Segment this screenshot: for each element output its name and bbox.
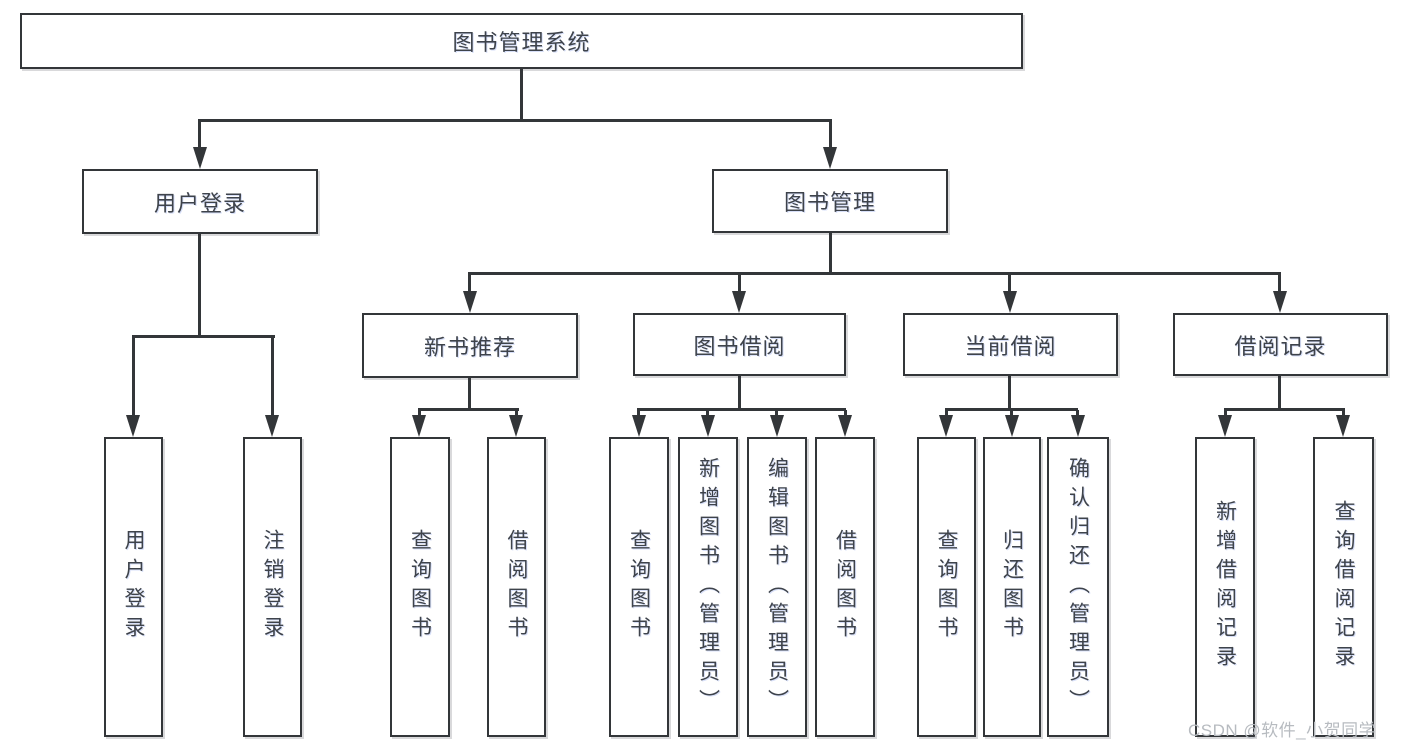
current-borrow-node: 当前借阅 [903,313,1118,376]
connector-borrow-leaf2-shaft [706,410,709,417]
leaf-label: 编辑图书（管理员） [765,456,789,718]
leaf-label: 确认归还（管理员） [1066,456,1090,718]
csdn-watermark: CSDN @软件_小贺同学 [1188,721,1377,740]
book-borrow-node: 图书借阅 [633,313,846,376]
arrow-down-icon [1273,291,1287,313]
new-books-node: 新书推荐 [362,313,578,378]
leaf-return-books: 归还图书 [983,437,1041,737]
book-management-label: 图书管理 [783,190,876,215]
connector-current-bar [945,408,1078,411]
connector-user-leaf2-shaft [271,337,274,417]
connector-records-leaf1-shaft [1224,410,1227,417]
arrow-down-icon [265,415,279,437]
arrow-down-icon [1005,415,1019,437]
connector-new-leaf2-shaft [515,410,518,417]
connector-level3-bar [468,272,1281,275]
leaf-label: 查询图书 [408,529,432,645]
connector-records-shaft [1278,274,1281,293]
connector-current-leaf2-shaft [1010,410,1013,417]
arrow-down-icon [770,415,784,437]
arrow-down-icon [412,415,426,437]
leaf-label: 查询图书 [935,529,958,645]
book-management-node: 图书管理 [712,169,948,233]
user-login-node: 用户登录 [82,169,318,234]
leaf-add-books-admin: 新增图书（管理员） [678,437,738,737]
connector-user-leaf1-shaft [132,337,135,417]
new-books-label: 新书推荐 [423,334,516,360]
user-login-label: 用户登录 [153,190,246,216]
connector-book-stem [829,232,832,275]
leaf-new-query-books: 查询图书 [390,437,450,737]
arrow-down-icon [701,415,715,437]
connector-records-bar [1224,408,1345,411]
connector-current-shaft [1008,274,1011,293]
leaf-label: 注销登录 [261,529,284,645]
root-node-label: 图书管理系统 [452,30,591,55]
connector-new-leaf1-shaft [418,410,421,417]
connector-user-stem [198,233,201,338]
connector-borrow-stem [738,375,741,410]
connector-records-leaf2-shaft [1342,410,1345,417]
leaf-label: 用户登录 [122,529,145,645]
connector-new-bar [418,408,519,411]
connector-borrow-leaf1-shaft [637,410,640,417]
connector-book-shaft [829,121,832,148]
connector-user-bar [132,335,275,338]
arrow-down-icon [126,415,140,437]
leaf-confirm-return-admin: 确认归还（管理员） [1047,437,1109,737]
leaf-label: 查询借阅记录 [1332,500,1355,674]
leaf-borrow-query-books: 查询图书 [609,437,669,737]
arrow-down-icon [632,415,646,437]
arrow-down-icon [939,415,953,437]
leaf-label: 借阅图书 [833,529,857,645]
leaf-logout: 注销登录 [243,437,302,737]
arrow-down-icon [193,147,207,169]
connector-current-leaf3-shaft [1076,410,1079,417]
connector-borrow-shaft [738,274,741,293]
arrow-down-icon [732,291,746,313]
leaf-current-query-books: 查询图书 [917,437,976,737]
connector-user-shaft [198,121,201,148]
leaf-query-borrow-record: 查询借阅记录 [1313,437,1374,737]
leaf-label: 归还图书 [1000,529,1024,645]
arrow-down-icon [1218,415,1232,437]
leaf-user-login: 用户登录 [104,437,163,737]
root-node-library-system: 图书管理系统 [20,13,1023,69]
leaf-label: 新增借阅记录 [1213,500,1237,674]
connector-new-stem [468,377,471,410]
connector-root-stem [520,68,523,120]
connector-current-leaf1-shaft [945,410,948,417]
leaf-edit-books-admin: 编辑图书（管理员） [747,437,807,737]
borrow-records-label: 借阅记录 [1234,333,1327,359]
connector-borrow-leaf4-shaft [844,410,847,417]
leaf-label: 借阅图书 [505,529,528,645]
arrow-down-icon [1071,415,1085,437]
arrow-down-icon [1336,415,1350,437]
connector-records-stem [1278,375,1281,410]
connector-new-shaft [468,274,471,293]
connector-borrow-leaf3-shaft [775,410,778,417]
book-borrow-label: 图书借阅 [693,333,786,359]
arrow-down-icon [838,415,852,437]
leaf-new-borrow-books: 借阅图书 [487,437,546,737]
connector-borrow-bar [637,408,846,411]
leaf-borrow-borrow-books: 借阅图书 [815,437,875,737]
connector-level1-bar [198,119,832,122]
arrow-down-icon [509,415,523,437]
borrow-records-node: 借阅记录 [1173,313,1388,376]
arrow-down-icon [823,147,837,169]
leaf-add-borrow-record: 新增借阅记录 [1195,437,1255,737]
connector-current-stem [1008,375,1011,410]
leaf-label: 查询图书 [627,529,651,645]
arrow-down-icon [463,291,477,313]
arrow-down-icon [1003,291,1017,313]
current-borrow-label: 当前借阅 [964,333,1057,359]
leaf-label: 新增图书（管理员） [696,456,720,718]
